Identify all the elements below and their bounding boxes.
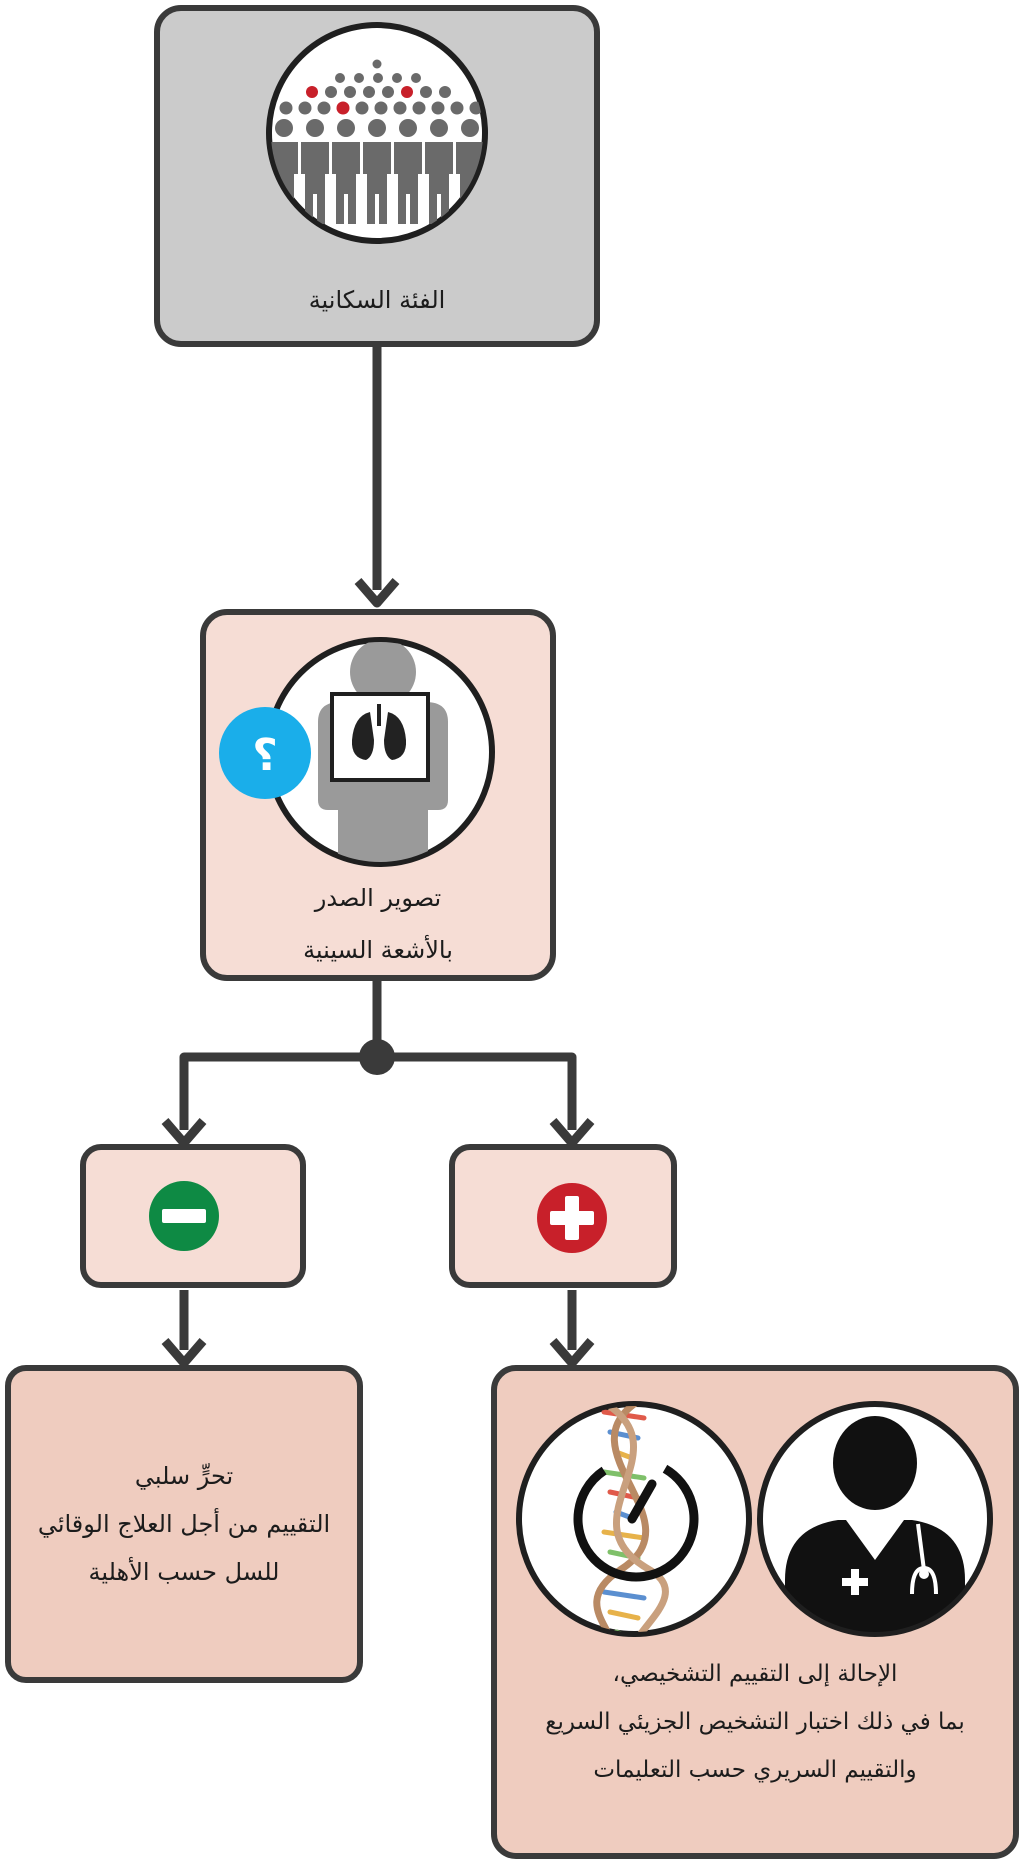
connector-branch-negative (179, 1052, 377, 1130)
connector-branch-positive (377, 1052, 577, 1130)
split-junction-dot (359, 1039, 395, 1075)
crowd-icon (266, 22, 488, 244)
question-badge (219, 707, 311, 799)
question-icon: ؟ (252, 730, 278, 781)
connectors (161, 344, 595, 1368)
chest-xray-icon (265, 637, 495, 867)
doctor-icon (757, 1401, 993, 1637)
minus-icon (149, 1181, 219, 1251)
arrowhead-xray (354, 578, 400, 608)
xray-label: تصوير الصدر بالأشعة السينية (303, 884, 453, 964)
population-label: الفئة السكانية (308, 286, 446, 314)
negative-outcome-label: تحرٍّ سلبي التقييم من أجل العلاج الوقائي… (37, 1462, 331, 1586)
dna-test-icon (516, 1401, 752, 1637)
positive-outcome-label: الإحالة إلى التقييم التشخيصي، بما في ذلك… (545, 1661, 965, 1783)
arrowhead-positive-outcome (549, 1338, 595, 1368)
plus-icon (537, 1183, 607, 1253)
arrowhead-negative-outcome (161, 1338, 207, 1368)
arrowhead-positive (549, 1118, 595, 1148)
negative-outcome-box (5, 1365, 363, 1683)
arrowhead-negative (161, 1118, 207, 1148)
